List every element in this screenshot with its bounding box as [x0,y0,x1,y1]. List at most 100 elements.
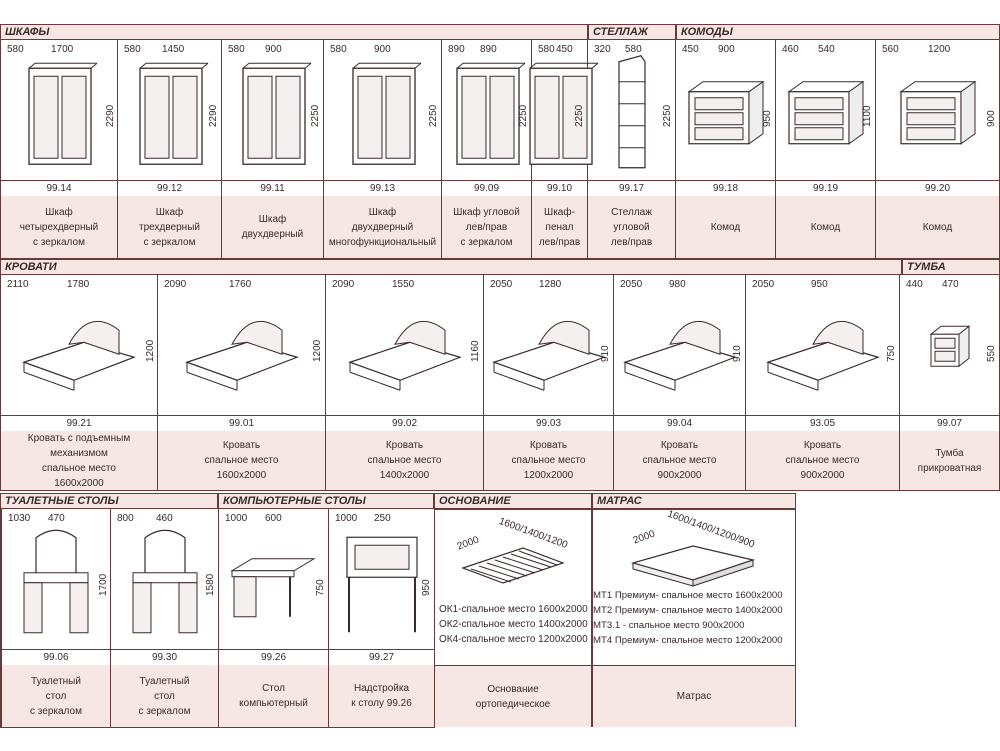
product-description: Стол компьютерный [219,665,328,727]
product-description: Кровать спальное место 1400х2000 [326,431,483,490]
wardrobe-icon [233,58,313,173]
osnovanie-block: 2000 1600/1400/1200 ОК1-спальное место 1… [434,509,592,727]
dimension-height: 750 [886,345,897,362]
matras-item: МТ1 Премиум- спальное место 1600х2000 [593,590,783,601]
dimension-depth: 580 [124,44,141,55]
section-header-tualetnye: ТУАЛЕТНЫЕ СТОЛЫ [0,493,218,509]
dimension-depth: 2050 [752,279,775,290]
product-description: Комод [676,196,775,258]
dimension-height: 900 [986,110,997,127]
dimension-depth: 440 [906,279,923,290]
dimension-width: 600 [265,513,282,524]
dimension-depth: 580 [538,44,555,55]
dimension-width: 1200 [928,44,951,55]
bed-icon [340,302,470,397]
matras-list: МТ1 Премиум- спальное место 1600х2000 МТ… [593,588,783,648]
section-header-komp: КОМПЬЮТЕРНЫЕ СТОЛЫ [218,493,434,509]
dimension-width: 900 [718,44,735,55]
vanity-icon [125,523,205,648]
dimension-depth: 580 [7,44,24,55]
dimension-depth: 580 [330,44,347,55]
product-drawing: 580 900 2250 [324,40,441,180]
dimension-height: 2250 [428,104,439,127]
dimension-height: 950 [762,110,773,127]
osnovanie-description: Основание ортопедическое [435,665,591,727]
section-header-osnovanie: ОСНОВАНИЕ [434,493,592,509]
bed-icon [758,302,888,397]
dimension-width: 1780 [67,279,90,290]
dresser-icon [681,72,771,157]
wardrobe-icon [19,58,99,173]
dimension-width: 470 [48,513,65,524]
dimension-height: 2250 [574,104,585,127]
bed-icon [484,302,614,397]
dimension-width: 450 [556,44,573,55]
dimension-height: 2290 [105,104,116,127]
vanity-icon [16,523,96,648]
wardrobe-icon [447,58,527,173]
product-description: Шкаф трехдверный с зеркалом [118,196,221,258]
dimension-depth: 2110 [7,279,29,290]
matras-item: МТ4 Премиум- спальное место 1200х2000 [593,635,783,646]
product-drawing: 2110 1780 1200 [1,275,157,415]
product-description: Тумба прикроватная [900,431,999,490]
section-header-krovati: КРОВАТИ [0,259,902,275]
wardrobe-icon [130,58,210,173]
dimension-depth: 450 [682,44,699,55]
product-description: Кровать спальное место 900х2000 [746,431,899,490]
dimension-height: 2250 [310,104,321,127]
dimension-depth: 320 [594,44,611,55]
matras-description: Матрас [593,665,795,727]
dimension-height: 910 [732,345,743,362]
product-description: Шкаф угловой лев/прав с зеркалом [442,196,531,258]
product-description: Шкаф четырехдверный с зеркалом [1,196,117,258]
dimension-height: 1200 [145,339,156,362]
dimension-depth: 890 [448,44,465,55]
product-drawing: 560 1200 900 [876,40,999,180]
dimension-depth: 560 [882,44,899,55]
wardrobe-icon [520,58,600,173]
dimension-width: 950 [811,279,828,290]
dresser-icon [781,72,871,157]
dimension-width: 1450 [162,44,185,55]
product-description: Шкаф двухдверный многофункциональный [324,196,441,258]
product-description: Кровать с подъемным механизмом спальное … [1,431,157,490]
slatted-base-icon [461,547,565,584]
product-description: Туалетный стол с зеркалом [111,665,218,727]
product-description: Надстройка к столу 99.26 [329,665,434,727]
bed-icon [615,302,745,397]
nightstand-icon [925,320,975,375]
dimension-width: 900 [374,44,391,55]
dimension-width: 460 [156,513,173,524]
dimension-height: 1580 [205,573,216,596]
dimension-width: 1550 [392,279,415,290]
dimension-width: 900 [265,44,282,55]
dimension-depth: 1000 [225,513,248,524]
matras-block: 2000 1600/1400/1200/900 МТ1 Премиум- спа… [592,509,796,727]
